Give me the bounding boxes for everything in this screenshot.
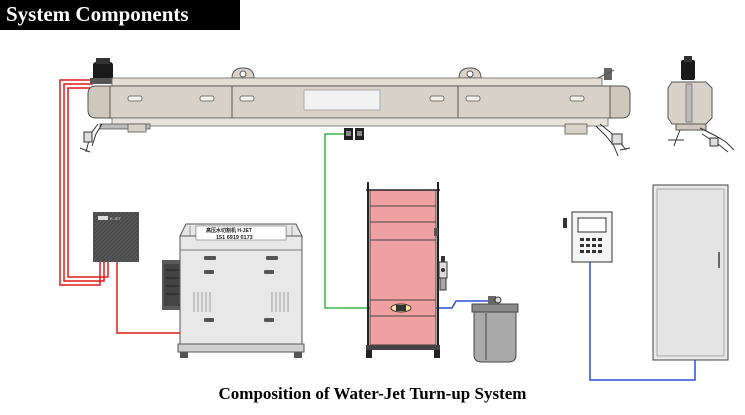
electrical-cabinet: [652, 184, 729, 361]
pressure-vessel: [471, 296, 519, 363]
page-title: System Components: [6, 2, 189, 26]
cutting-head-side-view: [667, 56, 735, 153]
pump-nameplate: [195, 225, 287, 241]
lifting-eye: [231, 67, 255, 79]
hmi-controller: [563, 211, 613, 263]
pump-nameplate-line2: 151 6919 0173: [216, 235, 253, 241]
cutting-head-left: [79, 123, 103, 153]
water-pipes: [59, 79, 180, 334]
control-box: E-JET: [93, 212, 139, 262]
control-box-label: E-JET: [110, 216, 122, 221]
tank-cabinet: [366, 182, 448, 358]
pump-nameplate-line1: 高压水切割机 H-JET: [206, 227, 252, 234]
signal-connector: [344, 128, 364, 140]
beam-nameplate: [303, 89, 381, 111]
diagram-caption: Composition of Water-Jet Turn-up System: [218, 384, 527, 403]
title-bar: System Components: [0, 0, 240, 30]
cutting-head-right: [595, 123, 631, 157]
high-pressure-pump: 高压水切割机 H-JET 151 6919 0173: [162, 223, 305, 358]
signal-line: [324, 133, 390, 309]
control-line: [589, 262, 696, 381]
lifting-eye: [458, 67, 482, 79]
turn-up-beam: [79, 58, 631, 157]
air-regulator: [438, 256, 448, 291]
